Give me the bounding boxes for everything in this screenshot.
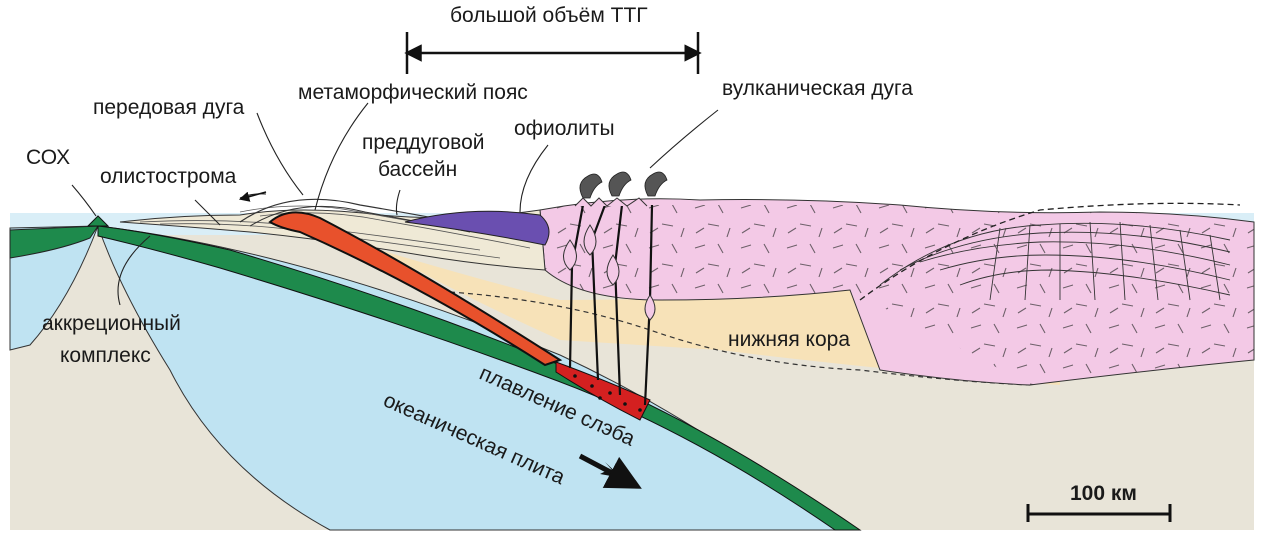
label-accretion-1: аккреционный (42, 312, 181, 335)
label-ttg: большой объём ТТГ (450, 4, 648, 27)
label-forearc-basin-1: преддуговой (362, 131, 484, 154)
label-volcanic-arc: вулканическая дуга (722, 77, 913, 100)
volcano-plumes (580, 172, 667, 198)
label-lower-crust: нижняя кора (728, 328, 850, 351)
label-forearc: передовая дуга (93, 96, 245, 119)
label-scale: 100 км (1070, 482, 1137, 505)
label-ophiolites: офиолиты (514, 117, 615, 140)
label-accretion-2: комплекс (60, 344, 151, 367)
label-forearc-basin-2: бассейн (378, 158, 457, 181)
label-olistostrome: олистострома (100, 165, 237, 188)
label-metamorphic-belt: метаморфический пояс (298, 81, 528, 104)
label-mor: СОХ (26, 146, 70, 169)
